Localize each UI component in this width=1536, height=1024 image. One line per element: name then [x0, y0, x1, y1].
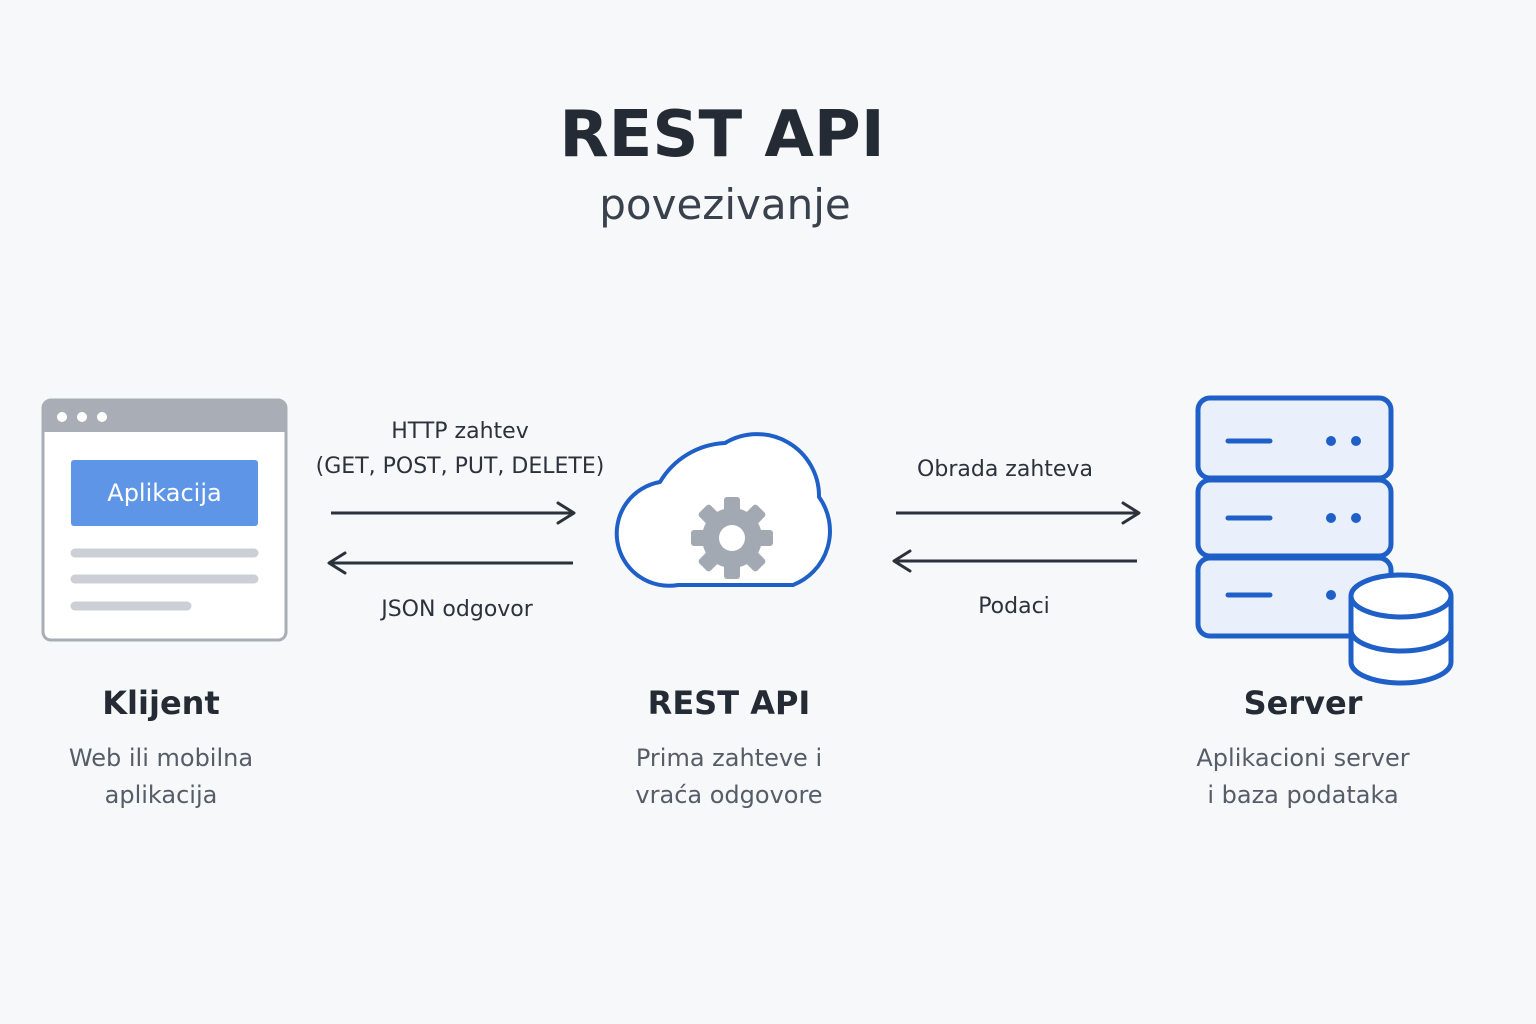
server-desc-line2: i baza podataka	[1207, 781, 1399, 809]
data-label: Podaci	[978, 594, 1050, 619]
cloud-gear-icon	[614, 432, 832, 588]
client-caption: Klijent Web ili mobilna aplikacija	[11, 684, 311, 814]
processing-label: Obrada zahteva	[917, 457, 1093, 482]
request-arrow	[331, 501, 576, 525]
client-title: Klijent	[102, 684, 220, 722]
data-arrow	[892, 549, 1137, 573]
api-caption: REST API Prima zahteve i vraća odgovore	[579, 684, 879, 814]
api-desc-line1: Prima zahteve i	[635, 744, 823, 772]
server-title: Server	[1243, 684, 1363, 722]
page-title: REST API	[559, 98, 885, 172]
server-rack-icon	[1195, 395, 1394, 639]
request-label: HTTP zahtev (GET, POST, PUT, DELETE)	[300, 414, 620, 484]
gear-icon	[691, 497, 773, 579]
processing-arrow	[896, 501, 1141, 525]
server-caption: Server Aplikacioni server i baza podatak…	[1143, 684, 1463, 814]
response-arrow	[327, 551, 573, 575]
api-desc-line2: vraća odgovore	[635, 781, 823, 809]
response-label: JSON odgovor	[381, 597, 533, 622]
api-title: REST API	[647, 684, 811, 722]
request-label-line2: (GET, POST, PUT, DELETE)	[315, 454, 605, 479]
database-icon	[1348, 572, 1454, 686]
client-desc-line1: Web ili mobilna	[68, 744, 254, 772]
app-button[interactable]: Aplikacija	[71, 460, 258, 526]
page-subtitle: povezivanje	[599, 180, 851, 229]
client-desc-line2: aplikacija	[104, 781, 218, 809]
server-desc-line1: Aplikacioni server	[1196, 744, 1410, 772]
request-label-line1: HTTP zahtev	[391, 419, 529, 444]
